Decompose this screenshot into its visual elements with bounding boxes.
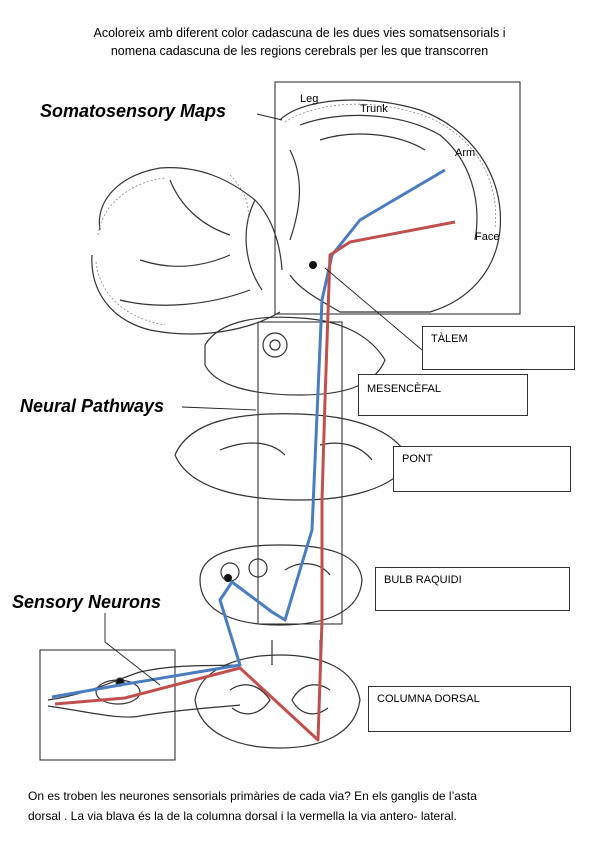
arm-label: Arm (455, 147, 475, 159)
sensory-leader (104, 613, 161, 686)
brainstem-frame (257, 321, 343, 625)
midbrain-section (204, 316, 386, 396)
sensory-neurons-label: Sensory Neurons (12, 592, 161, 612)
answer-mesencefal: MESENCÈFAL (367, 383, 441, 395)
answer-box-pont[interactable]: PONT (393, 446, 571, 492)
blue-pathway (51, 168, 446, 699)
answer-box-bulb[interactable]: BULB RAQUIDI (375, 567, 570, 611)
instructions: Acoloreix amb diferent color cadascuna d… (0, 24, 599, 60)
answer-box-talem[interactable]: TÀLEM (422, 326, 575, 370)
answer-box-columna[interactable]: COLUMNA DORSAL (368, 686, 571, 732)
neural-leader (181, 406, 257, 411)
answer-pont: PONT (402, 453, 433, 465)
thalamus-neuron (309, 261, 317, 269)
footer-line-2: dorsal . La via blava és la de la column… (28, 809, 457, 823)
brain-coronal-section (91, 99, 502, 335)
instruction-line-1: Acoloreix amb diferent color cadascuna d… (93, 26, 506, 40)
answer-bulb: BULB RAQUIDI (384, 574, 462, 586)
talem-leader (324, 267, 423, 351)
answer-talem: TÀLEM (431, 333, 468, 345)
neural-pathways-label: Neural Pathways (20, 396, 164, 416)
medulla-neuron (224, 574, 232, 582)
face-label: Face (475, 231, 499, 243)
sensory-neuron-frame (39, 649, 176, 761)
cortex-frame (274, 81, 521, 315)
footer-text: On es troben les neurones sensorials pri… (28, 786, 573, 826)
spinal-cord-section (194, 640, 361, 749)
somatosensory-maps-label: Somatosensory Maps (40, 101, 226, 121)
answer-box-mesencefal[interactable]: MESENCÈFAL (358, 374, 528, 416)
answer-columna: COLUMNA DORSAL (377, 693, 480, 705)
footer-line-1: On es troben les neurones sensorials pri… (28, 789, 477, 803)
somatosensory-leader (256, 113, 283, 121)
red-pathway (54, 220, 456, 742)
cortex-texture (95, 103, 497, 326)
trunk-label: Trunk (360, 103, 388, 115)
pons-section (174, 413, 411, 501)
instruction-line-2: nomena cadascuna de les regions cerebral… (110, 44, 489, 58)
leg-label: Leg (300, 93, 318, 105)
